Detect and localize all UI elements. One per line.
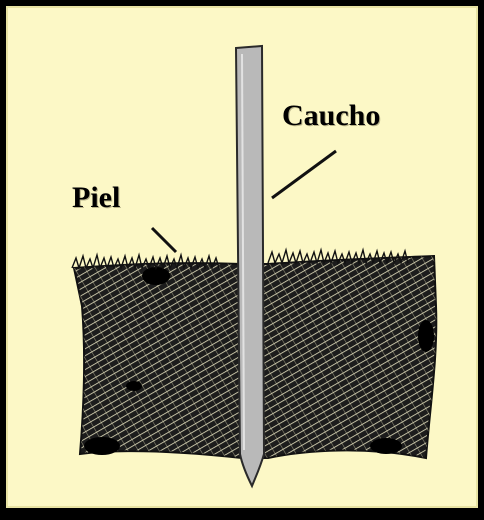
- caucho-leader-line: [272, 151, 336, 198]
- rubber-rod-icon: [236, 46, 264, 486]
- diagram-illustration: [6, 6, 484, 520]
- caucho-label: Caucho: [282, 101, 380, 131]
- piel-label: Piel: [72, 183, 120, 213]
- piel-leader-line: [152, 228, 176, 252]
